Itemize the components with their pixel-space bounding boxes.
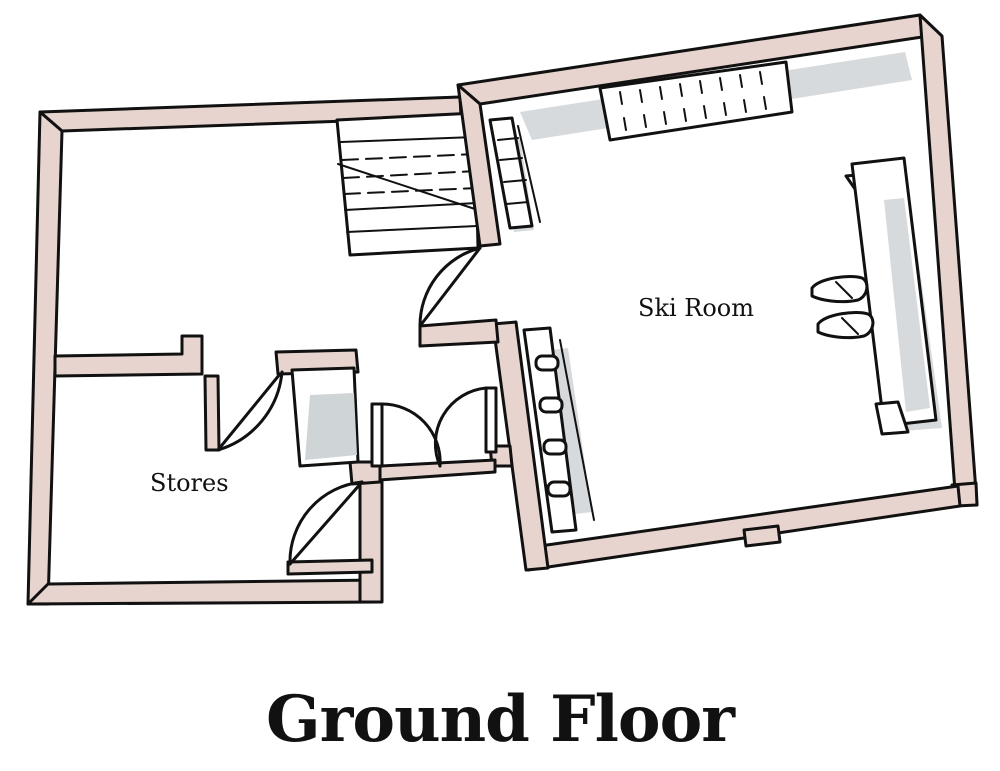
page-title: Ground Floor xyxy=(266,682,735,757)
ski-room-label: Ski Room xyxy=(638,294,754,322)
boot-rack-upper xyxy=(488,116,541,232)
boot-rack-lower xyxy=(522,326,595,534)
ski-room-walls xyxy=(456,13,979,572)
ski-rack xyxy=(520,52,912,142)
cupboard xyxy=(290,366,360,468)
boots-icon xyxy=(810,274,875,340)
left-block-walls xyxy=(26,95,463,606)
bench xyxy=(844,156,942,436)
stores-label: Stores xyxy=(150,469,229,497)
staircase xyxy=(335,111,480,257)
doors xyxy=(216,246,498,566)
